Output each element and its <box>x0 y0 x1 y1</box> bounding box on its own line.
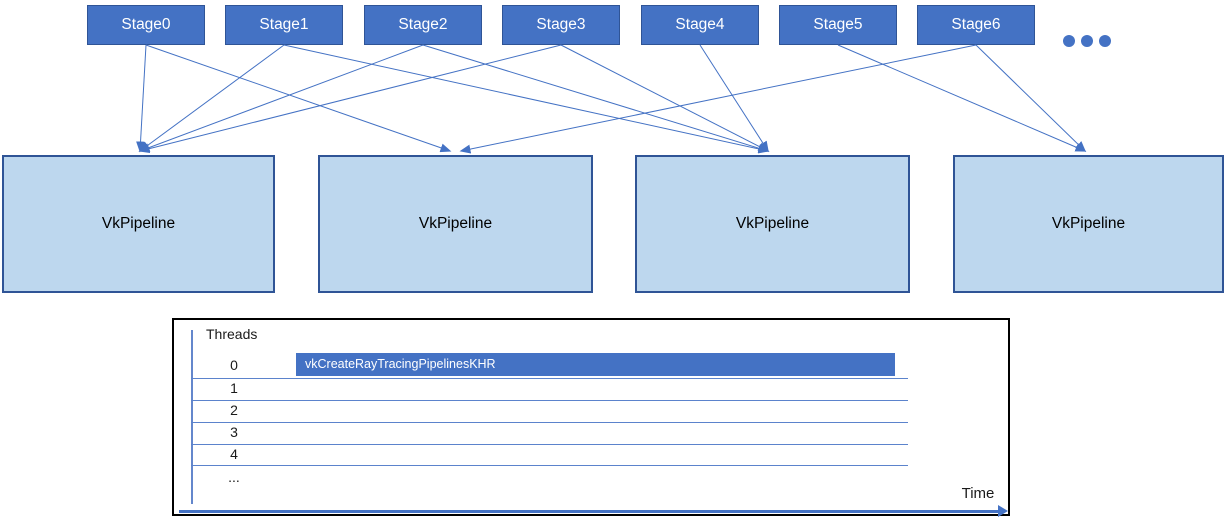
thread-row-label-5: ... <box>228 469 240 485</box>
pipeline-box-0: VkPipeline <box>2 155 275 293</box>
thread-row-gridline-1 <box>191 400 908 401</box>
connector-arrow-stage6-pipeline3 <box>975 44 1087 153</box>
connector-arrow-stage0-pipeline0 <box>136 44 147 153</box>
time-axis-line <box>179 510 999 513</box>
thread-row-label-2: 2 <box>230 402 238 418</box>
connector-arrow-stage2-pipeline2 <box>422 44 770 153</box>
time-axis-label: Time <box>961 485 995 502</box>
stage-box-2: Stage2 <box>364 5 482 45</box>
pipeline-box-2: VkPipeline <box>635 155 910 293</box>
connector-arrow-stage6-pipeline1 <box>459 44 977 154</box>
connector-arrow-stage4-pipeline2 <box>699 44 769 153</box>
ellipsis-dot <box>1063 35 1075 47</box>
stage-box-3: Stage3 <box>502 5 620 45</box>
threads-axis-label: Threads <box>206 326 258 342</box>
thread-row-label-4: 4 <box>230 446 238 462</box>
stage-box-4: Stage4 <box>641 5 759 45</box>
stage-box-5: Stage5 <box>779 5 897 45</box>
thread-row-label-1: 1 <box>230 380 238 396</box>
thread-row-gridline-2 <box>191 422 908 423</box>
thread-row-gridline-0 <box>191 378 908 379</box>
connector-arrow-stage2-pipeline0 <box>138 44 424 152</box>
connector-arrow-stage5-pipeline3 <box>837 44 1087 152</box>
ellipsis-dot <box>1081 35 1093 47</box>
stage-box-1: Stage1 <box>225 5 343 45</box>
ellipsis-dot <box>1099 35 1111 47</box>
stage-box-0: Stage0 <box>87 5 205 45</box>
threads-axis-line <box>191 330 193 504</box>
connector-arrow-stage3-pipeline0 <box>138 44 562 154</box>
ellipsis-icon <box>1063 35 1111 47</box>
thread-timeline-chart: Threads 0 1 2 3 4... vkCreateRayTracingPipel… <box>172 318 1010 517</box>
timeline-bar: vkCreateRayTracingPipelinesKHR <box>296 353 895 376</box>
thread-row-label-0: 0 <box>230 357 238 373</box>
connector-arrow-stage1-pipeline2 <box>283 44 770 154</box>
connector-arrow-stage0-pipeline1 <box>145 44 452 153</box>
time-axis-arrowhead-icon <box>998 505 1008 517</box>
connector-arrow-stage3-pipeline2 <box>560 44 770 152</box>
timeline-bar-label: vkCreateRayTracingPipelinesKHR <box>305 357 496 371</box>
pipeline-box-1: VkPipeline <box>318 155 593 293</box>
thread-row-gridline-4 <box>191 465 908 466</box>
stage-box-6: Stage6 <box>917 5 1035 45</box>
thread-row-label-3: 3 <box>230 424 238 440</box>
connector-arrow-stage1-pipeline0 <box>138 44 285 152</box>
pipeline-box-3: VkPipeline <box>953 155 1224 293</box>
thread-row-gridline-3 <box>191 444 908 445</box>
